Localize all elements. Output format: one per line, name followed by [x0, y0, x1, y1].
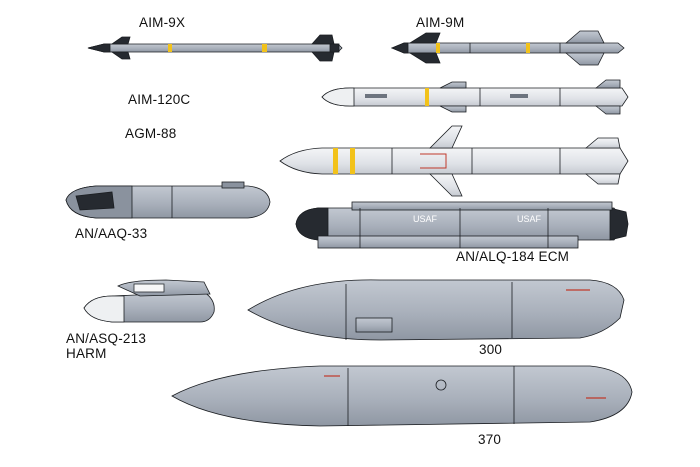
usaf-stencil-1: USAF	[413, 214, 438, 224]
label-an-alq-184: AN/ALQ-184 ECM	[456, 249, 570, 264]
label-tank-370: 370	[478, 432, 502, 447]
an-alq-184-pod	[295, 201, 629, 249]
label-an-asq-213: AN/ASQ-213	[66, 331, 147, 346]
aim-9m-missile	[390, 30, 625, 66]
agm-88-missile	[279, 125, 629, 197]
fuel-tank-300	[247, 279, 625, 341]
label-agm-88: AGM-88	[125, 126, 177, 141]
label-an-aaq-33: AN/AAQ-33	[75, 226, 148, 241]
usaf-stencil-2: USAF	[517, 214, 542, 224]
label-harm: HARM	[66, 346, 107, 361]
label-aim-9x: AIM-9X	[139, 15, 186, 30]
an-aaq-33-pod	[65, 181, 271, 219]
label-aim-120c: AIM-120C	[128, 92, 191, 107]
fuel-tank-370	[171, 365, 633, 427]
label-tank-300: 300	[479, 342, 503, 357]
aim-9x-missile	[87, 34, 343, 62]
an-asq-213-pod	[83, 279, 215, 323]
aim-120c-missile	[321, 79, 629, 115]
label-aim-9m: AIM-9M	[416, 15, 465, 30]
